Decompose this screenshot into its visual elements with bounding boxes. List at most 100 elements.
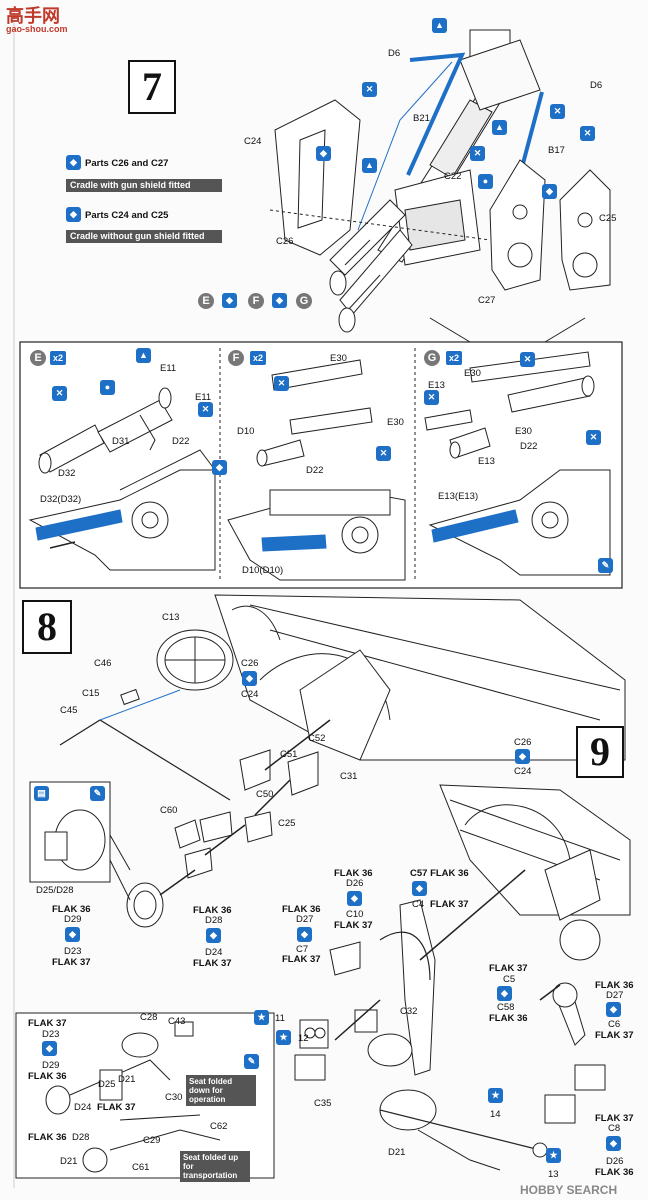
part-label: C46 [94,658,112,669]
part-label: C13 [162,612,180,623]
gun-shield-icon: ◆ [242,671,257,686]
step-number-9: 9 [576,726,624,778]
part-label: D22 [306,465,324,476]
variant-bottom: FLAK 37 [595,1030,634,1041]
callout-number: 13 [548,1169,559,1180]
drop-icon: ● [478,174,493,189]
cement-icon: ✕ [362,82,377,97]
part-label: E11 [160,363,177,374]
part-label: D10(D10) [242,565,284,576]
cement-icon: ✕ [274,376,289,391]
part-label: E11 [195,392,212,403]
part-label: D28 [72,1132,90,1143]
part-label: D6 [388,48,401,59]
part-label: D27 [606,990,624,1001]
sub-marker-f: F [248,293,264,309]
gun-shield-icon: ◆ [66,207,81,222]
star-icon: ★ [488,1088,503,1103]
part-label: D24 [74,1102,92,1113]
variant-top: FLAK 37 [489,963,528,974]
part-label: C7 [296,944,309,955]
part-label: C45 [60,705,78,716]
part-label: E30 [330,353,347,364]
gun-shield-icon: ◆ [42,1041,57,1056]
brush-icon: ✎ [244,1054,259,1069]
glue-icon: ▲ [432,18,447,33]
variant-top: FLAK 37 [595,1113,634,1124]
part-label: C4 [412,899,425,910]
gun-shield-icon: ◆ [606,1002,621,1017]
glue-icon: ▲ [136,348,151,363]
gun-shield-icon: ◆ [412,881,427,896]
variant-bottom: FLAK 37 [282,954,321,965]
variant-bottom: FLAK 37 [52,957,91,968]
part-label: D25/D28 [36,885,74,896]
part-label: C10 [346,909,364,920]
variant-bottom: FLAK 36 [489,1013,528,1024]
variant-bottom: FLAK 37 [430,899,469,910]
gun-shield-icon: ◆ [542,184,557,199]
callout-number: 14 [490,1109,501,1120]
part-label: C61 [132,1162,150,1173]
part-label: C50 [256,789,274,800]
cement-icon: ✕ [586,430,601,445]
gun-shield-icon: ◆ [606,1136,621,1151]
cement-icon: ✕ [580,126,595,141]
part-label: C35 [314,1098,332,1109]
callout-number: 11 [275,1013,285,1024]
part-label: D26 [606,1156,624,1167]
part-label: E30 [387,417,404,428]
part-label: C25 [278,818,296,829]
note-2-desc: Cradle without gun shield fitted [66,230,222,243]
cement-icon: ✕ [198,402,213,417]
decal-icon: ▤ [34,786,49,801]
part-label: D23 [64,946,82,957]
part-label: D27 [296,914,314,925]
seat-note-up: Seat folded up for transportation [180,1151,250,1182]
part-label: D21 [388,1147,406,1158]
part-label: C62 [210,1121,228,1132]
part-label: C26 [514,737,532,748]
cement-icon: ✕ [376,446,391,461]
cement-icon: ✕ [550,104,565,119]
variant-top: FLAK 36 [282,904,321,915]
part-label: D29 [42,1060,60,1071]
part-label: C24 [241,689,259,700]
part-label: E30 [464,368,481,379]
seat-note-down: Seat folded down for operation [186,1075,256,1106]
gun-shield-icon: ◆ [65,927,80,942]
part-label: D6 [590,80,603,91]
variant-top: FLAK 37 [97,1102,136,1113]
variant-top: FLAK 36 [28,1132,67,1143]
part-label: C22 [444,171,462,182]
part-label: E13 [478,456,495,467]
part-label: C24 [244,136,262,147]
multiplier-badge: x2 [446,351,462,365]
part-label: C26 [276,236,294,247]
part-label: C26 [241,658,259,669]
part-label: C52 [308,733,326,744]
sub-g-letter: G [424,350,440,366]
part-label: C58 [497,1002,515,1013]
step-number-8: 8 [22,600,72,654]
variant-top: FLAK 36 [52,904,91,915]
part-label: D32(D32) [40,494,82,505]
sub-f-letter: F [228,350,244,366]
cement-icon: ✕ [52,386,67,401]
part-label: B21 [413,113,430,124]
part-label: C27 [478,295,496,306]
drop-icon: ● [100,380,115,395]
part-label: C32 [400,1006,418,1017]
part-label: E13 [428,380,445,391]
part-label: C30 [165,1092,183,1103]
part-label: D29 [64,914,82,925]
step-number-7: 7 [128,60,176,114]
cement-icon: ✕ [470,146,485,161]
glue-icon: ▲ [362,158,377,173]
watermark-footer: HOBBY SEARCH [520,1183,618,1197]
cement-icon: ✕ [520,352,535,367]
part-label: D25 [98,1079,116,1090]
star-icon: ★ [546,1148,561,1163]
